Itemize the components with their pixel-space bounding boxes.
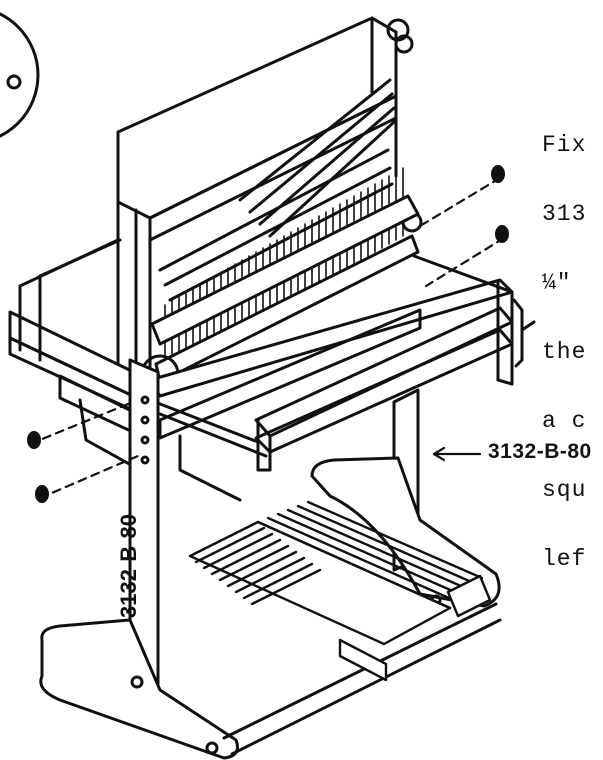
front-rails [8, 238, 514, 472]
part-number-on-leg: 3132-B-80 [116, 514, 141, 618]
screw-icons [27, 165, 509, 503]
instruction-line: squ [542, 477, 587, 503]
beams [58, 308, 422, 502]
treadles [188, 500, 492, 682]
instruction-line: lef [542, 546, 587, 572]
instruction-line: 313 [542, 201, 587, 227]
instruction-text: Fix 313 ¼" the a c squ lef [542, 88, 586, 594]
screw-callouts [28, 176, 506, 500]
instruction-line: a c [542, 408, 587, 434]
feet [39, 456, 502, 760]
part-number-callout: 3132-B-80 [488, 440, 592, 463]
instruction-line: Fix [542, 132, 587, 158]
side-fixture [512, 298, 536, 368]
instruction-line: the [542, 339, 587, 365]
beater [140, 194, 420, 394]
instruction-line: ¼" [542, 270, 587, 296]
detail-circle [0, 12, 40, 138]
